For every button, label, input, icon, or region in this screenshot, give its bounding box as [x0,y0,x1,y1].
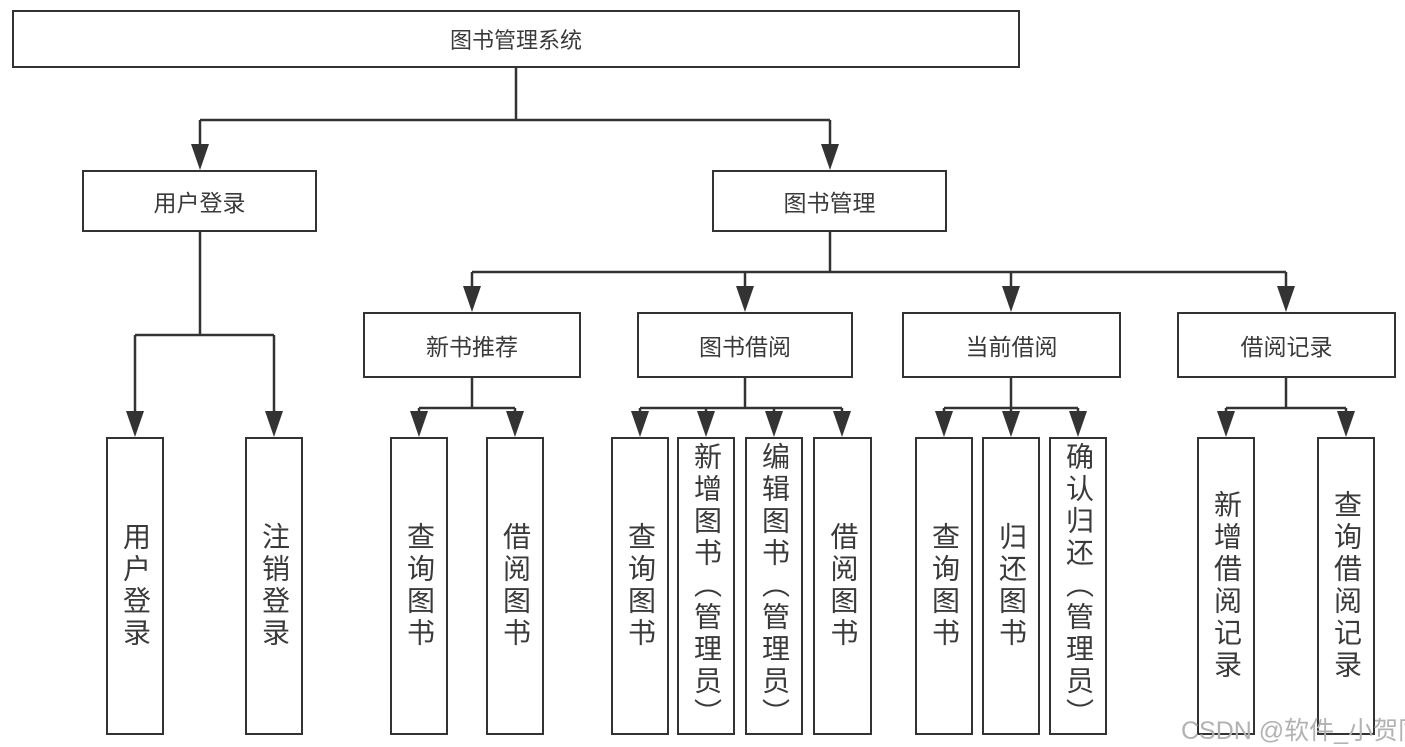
node-user-login: 用户登录 [82,170,317,232]
leaf-borrow-books-2: 借阅图书 [813,437,872,735]
leaf-query-books-3: 查询图书 [915,437,973,735]
node-library-system: 图书管理系统 [12,10,1020,68]
node-new-book-recommend: 新书推荐 [363,312,581,378]
node-current-borrow: 当前借阅 [902,312,1121,378]
leaf-add-book-admin: 新增图书（管理员） [677,437,735,735]
leaf-query-books-1: 查询图书 [390,437,448,735]
leaf-logout: 注销登录 [245,437,303,735]
leaf-query-books-2: 查询图书 [611,437,669,735]
leaf-confirm-return-admin: 确认归还（管理员） [1049,437,1107,735]
leaf-borrow-books-1: 借阅图书 [486,437,544,735]
leaf-return-books: 归还图书 [982,437,1040,735]
leaf-user-login: 用户登录 [106,437,164,735]
node-book-borrow: 图书借阅 [637,312,853,378]
node-book-management: 图书管理 [712,170,947,232]
leaf-query-borrow-record: 查询借阅记录 [1317,437,1375,735]
leaf-add-borrow-record: 新增借阅记录 [1197,437,1255,735]
node-borrow-records: 借阅记录 [1177,312,1396,378]
leaf-edit-book-admin: 编辑图书（管理员） [745,437,803,735]
watermark: CSDN @软件_小贺同学 [1181,717,1405,745]
